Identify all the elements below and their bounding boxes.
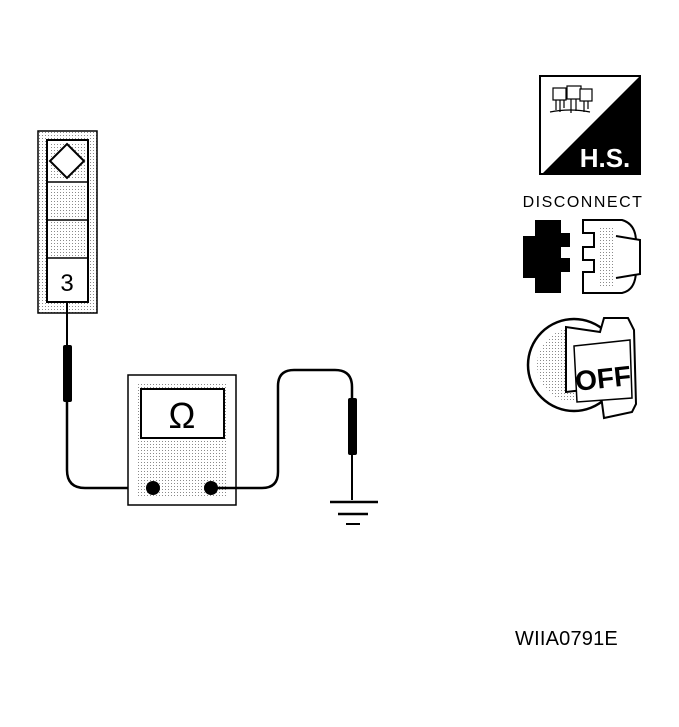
negative-probe [211,368,357,500]
disconnect-label: DISCONNECT [523,194,644,211]
harness-side-label: H.S. [580,143,631,173]
ignition-off-label: OFF [574,360,633,397]
meter-terminal-positive [146,481,160,495]
connector-key-icon [48,142,86,180]
ground-icon [330,500,378,525]
terminal-number: 3 [60,270,73,297]
disconnect-connector-icon: DISCONNECT [523,194,644,294]
ignition-key-off-icon: OFF [526,317,638,420]
ohmmeter: Ω [127,374,237,506]
positive-probe [63,302,150,490]
ohm-symbol: Ω [169,395,196,436]
connector-harness-side-icon: H.S. [539,75,641,175]
figure-reference-code: WIIA0791E [515,628,618,650]
harness-connector: 3 [37,130,98,314]
